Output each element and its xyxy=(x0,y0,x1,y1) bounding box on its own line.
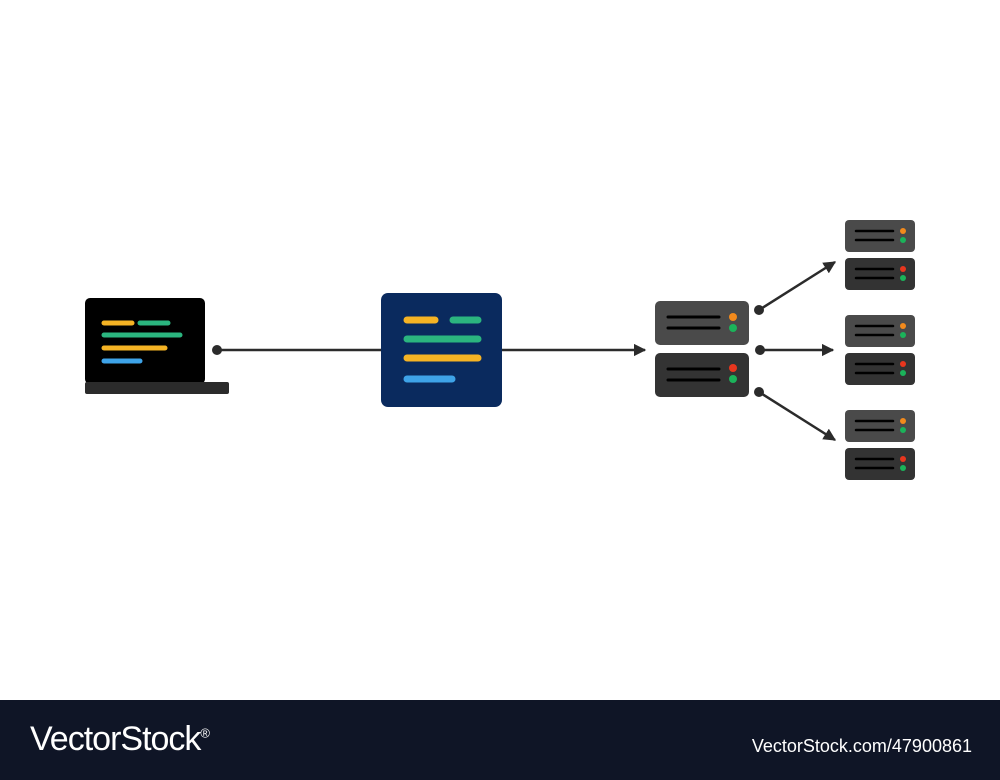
watermark-footer: VectorStock® VectorStock.com/47900861 xyxy=(0,700,1000,780)
replica-server-stack-3-icon xyxy=(845,410,915,480)
laptop-code-icon xyxy=(85,298,229,394)
code-document-icon xyxy=(381,293,502,407)
deployment-diagram xyxy=(85,220,915,480)
fanout-arrows xyxy=(754,260,837,442)
brand-name: VectorStock xyxy=(30,720,201,758)
replica-server-stack-1-icon xyxy=(845,220,915,290)
replica-server-stack-2-icon xyxy=(845,315,915,385)
primary-server-stack-icon xyxy=(655,301,749,397)
connector-laptop-document xyxy=(212,345,382,355)
registered-mark: ® xyxy=(200,725,211,741)
image-id-url: VectorStock.com/47900861 xyxy=(751,736,972,756)
brand-logo: VectorStock® xyxy=(30,720,210,759)
